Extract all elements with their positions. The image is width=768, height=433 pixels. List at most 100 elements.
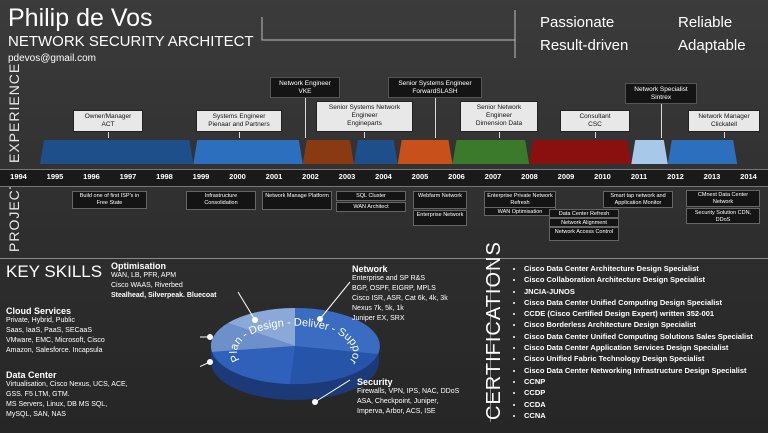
- year-axis: [0, 169, 768, 187]
- trait-adaptable: Adaptable: [678, 37, 746, 54]
- job-company: Pienaar and Partners: [208, 121, 270, 128]
- job-company: Dimension Data: [475, 120, 523, 127]
- skill-line: Imperva, Arbor, ACS, ISE: [357, 408, 436, 415]
- job-engineparts[interactable]: Senior Systems Network Engineer Enginepa…: [316, 101, 413, 132]
- skill-line: ASA, Checkpoint, Juniper,: [357, 398, 439, 405]
- timeline-segment[interactable]: [529, 140, 632, 164]
- certification-item: CCNP: [524, 376, 753, 387]
- certifications-heading: CERTIFICATIONS: [483, 241, 505, 420]
- certification-item: CCNA: [524, 410, 753, 421]
- job-act[interactable]: Owner/Manager ACT: [73, 110, 143, 132]
- certification-item: Cisco Data Center Unified Computing Solu…: [524, 331, 753, 342]
- timeline-segment[interactable]: [667, 140, 738, 164]
- certification-item: Cisco Data Center Architecture Design Sp…: [524, 263, 753, 274]
- year-label: 2012: [667, 172, 684, 181]
- timeline-segment[interactable]: [302, 140, 354, 164]
- connector: [435, 98, 436, 138]
- job-dimension-data[interactable]: Senior Network Engineer Dimension Data: [460, 101, 538, 132]
- project-data-center-refresh[interactable]: Data Center Refresh: [549, 209, 619, 218]
- timeline-segment[interactable]: [193, 140, 303, 164]
- project-network-alignment[interactable]: Network Alignment: [549, 218, 619, 227]
- skill-line: Saas, IaaS, PaaS, SECaaS: [6, 327, 92, 334]
- year-label: 2009: [557, 172, 575, 181]
- certification-item: Cisco Data Center Application Services D…: [524, 342, 753, 353]
- email-address[interactable]: pdevos@gmail.com: [8, 53, 96, 64]
- job-vke[interactable]: Network Engineer VKE: [270, 77, 340, 98]
- job-role: Consultant: [579, 113, 611, 120]
- skill-line: Private, Hybrid, Public: [6, 317, 75, 324]
- trait-passionate: Passionate: [540, 14, 615, 31]
- year-label: 2006: [448, 172, 465, 181]
- timeline-segment[interactable]: [452, 140, 530, 164]
- timeline-segment[interactable]: [40, 140, 194, 164]
- project-sql-cluster[interactable]: SQL Cluster: [336, 191, 406, 201]
- skill-group-security: Security Firewalls, VPN, IPS, NAC, DDoS …: [357, 377, 459, 417]
- connector: [595, 132, 596, 138]
- year-label: 2003: [338, 172, 356, 181]
- certification-item: CCDA: [524, 399, 753, 410]
- job-company: ACT: [101, 121, 115, 128]
- skill-group-cloud: Cloud Services Private, Hybrid, Public S…: [6, 306, 105, 356]
- skill-group-network: Network Enterprise and SP R&S BGP, OSPF,…: [352, 264, 448, 324]
- pie-slice-datacenter[interactable]: [212, 346, 295, 384]
- skill-line: Enterprise and SP R&S: [352, 275, 426, 282]
- job-forwardslash[interactable]: Senior Systems Engineer ForwardSLASH: [388, 77, 482, 98]
- job-sintrex[interactable]: Network Specialist Sintrex: [625, 83, 697, 104]
- skill-heading: Optimisation: [111, 261, 167, 271]
- year-label: 2005: [411, 172, 429, 181]
- skill-heading: Network: [352, 264, 388, 274]
- project-enterprise-private-network[interactable]: Enterprise Private Network Refresh: [484, 191, 556, 208]
- skill-line: Nexus 7k, 5k, 1k: [352, 305, 404, 312]
- connector: [661, 104, 662, 138]
- skill-group-datacenter: Data Center Virtualisation, Cisco Nexus,…: [6, 370, 128, 420]
- project-enterprise-network[interactable]: Enterprise Network: [413, 210, 467, 226]
- year-label: 2011: [630, 172, 648, 181]
- project-cmnext[interactable]: CMnext Data Center Network: [686, 190, 760, 207]
- certification-item: CCDE (Cisco Certified Design Expert) wri…: [524, 308, 753, 319]
- year-label: 2002: [302, 172, 319, 181]
- job-role: Senior Systems Network Engineer: [328, 104, 401, 119]
- key-skills-heading: KEY SKILLS: [6, 262, 103, 281]
- certification-item: Cisco Data Center Unified Computing Desi…: [524, 297, 753, 308]
- project-infrastructure-consolidation[interactable]: Infrastructure Consolidation: [186, 191, 256, 210]
- project-security-solution[interactable]: Security Solution CDN, DDoS: [686, 208, 760, 224]
- connector: [724, 132, 725, 138]
- job-csc[interactable]: Consultant CSC: [560, 110, 630, 132]
- job-role: Owner/Manager: [84, 113, 132, 120]
- job-role: Network Manager: [698, 113, 750, 120]
- skill-line: GSS. F5 LTM, GTM.: [6, 391, 70, 398]
- year-label: 2013: [703, 172, 721, 181]
- pie-slice-network[interactable]: [295, 307, 380, 354]
- connector: [239, 132, 240, 138]
- project-webfarm-network[interactable]: Webfarm Network: [413, 191, 467, 209]
- skill-heading: Cloud Services: [6, 306, 72, 316]
- project-wan-optimisation[interactable]: WAN Optimisation: [484, 207, 556, 216]
- skill-line: Firewalls, VPN, IPS, NAC, DDoS: [357, 388, 460, 395]
- skill-line: Stealhead, Silverpeak. Bluecoat: [111, 292, 217, 299]
- project-network-access-control[interactable]: Network Access Control: [549, 227, 619, 241]
- pie-slice-cloud[interactable]: [210, 323, 295, 352]
- certifications-divider: [490, 262, 491, 422]
- project-smart-tap[interactable]: Smart tap network and Application Monito…: [603, 191, 673, 208]
- trait-result-driven: Result-driven: [540, 37, 629, 54]
- project-wan-architect[interactable]: WAN Architect: [336, 202, 406, 212]
- timeline-segment[interactable]: [353, 140, 398, 164]
- skill-line: Amazon, Salesforce. Incapsula: [6, 347, 103, 354]
- project-network-manage-platform[interactable]: Network Manage Platform: [262, 191, 332, 210]
- year-label: 1996: [83, 172, 100, 181]
- year-label: 2000: [229, 172, 246, 181]
- job-role: Senior Network Engineer: [476, 104, 522, 119]
- timeline-segment[interactable]: [631, 140, 668, 164]
- project-isp[interactable]: Build one of first ISP's in Free State: [72, 191, 147, 209]
- skill-line: MySQL, SAN, NAS: [6, 411, 66, 418]
- job-role: Senior Systems Engineer: [398, 80, 472, 87]
- pie-slice-security[interactable]: [290, 346, 378, 385]
- certification-item: Cisco Borderless Architecture Design Spe…: [524, 319, 753, 330]
- job-company: Clickatell: [710, 121, 737, 128]
- year-label: 2001: [265, 172, 283, 181]
- timeline-segment[interactable]: [397, 140, 453, 164]
- skill-line: Juniper EX, SRX: [352, 315, 405, 322]
- job-clickatell[interactable]: Network Manager Clickatell: [688, 110, 760, 132]
- job-pienaar[interactable]: Systems Engineer Pienaar and Partners: [196, 110, 282, 132]
- pie-slice-optimisation[interactable]: [228, 307, 295, 346]
